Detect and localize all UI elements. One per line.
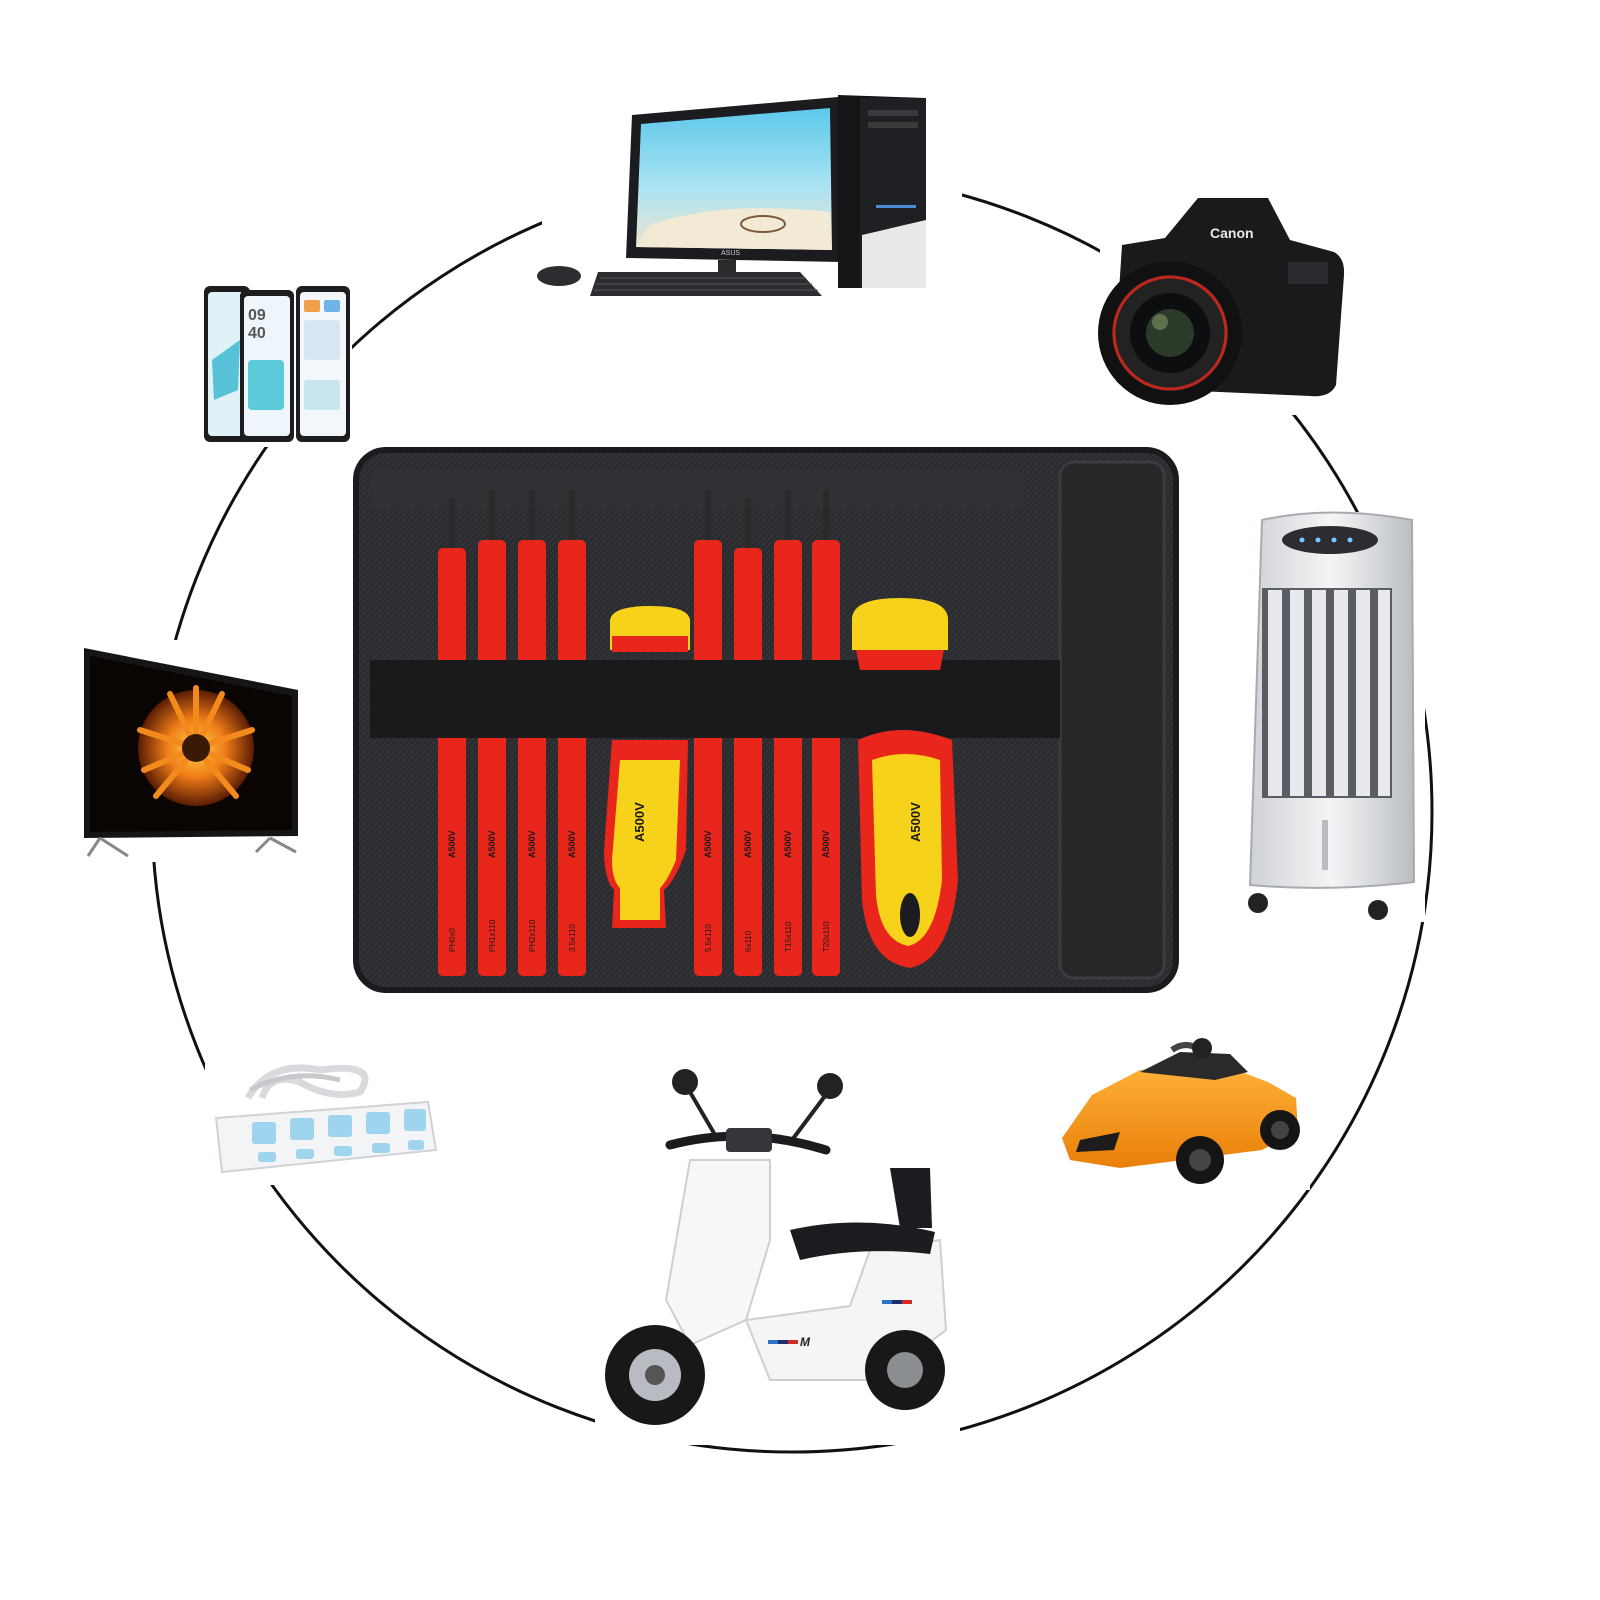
screwdriver-bit: A500V PH0x0 [438, 498, 466, 976]
bit-tip [705, 490, 711, 542]
bit-tip [569, 490, 575, 542]
screwdriver-bit: A500V PH1x110 [478, 490, 506, 976]
bit-voltage-label: A500V [527, 830, 537, 858]
bit-voltage-label: A500V [821, 830, 831, 858]
bit-insulation [694, 540, 722, 976]
air-cooler-icon [1235, 511, 1425, 922]
bit-voltage-label: A500V [487, 830, 497, 858]
bit-size-label: PH1x110 [488, 919, 497, 952]
ride-on-toy-car-icon [1055, 1038, 1310, 1190]
screwdriver-bit: A500V PH2x110 [518, 490, 546, 976]
screwdriver-bit: A500V T20x110 [812, 490, 840, 976]
bit-tip [489, 490, 495, 542]
bit-size-label: 3.5x110 [568, 924, 577, 952]
scooter-badge-label: M [800, 1335, 811, 1349]
bit-insulation [438, 548, 466, 976]
monitor-brand-label: ASUS [721, 250, 740, 257]
bit-size-label: T15x110 [784, 921, 793, 952]
bit-tip [745, 498, 751, 550]
bit-voltage-label: A500V [567, 830, 577, 858]
bit-size-label: 5.5x110 [704, 924, 713, 952]
screwdriver-bit: A500V 3.5x110 [558, 490, 586, 976]
bit-voltage-label: A500V [783, 830, 793, 858]
electric-scooter-icon: M [595, 1060, 960, 1445]
television-icon [78, 640, 300, 862]
bit-tip [785, 490, 791, 542]
bit-voltage-label: A500V [703, 830, 713, 858]
bit-size-label: 6x110 [744, 930, 753, 952]
insulated-screwdriver-kit: A500V PH0x0 A500V PH1x110 A500V PH2x110 A500V 3… [353, 447, 1179, 993]
bit-size-label: T20x110 [822, 921, 831, 952]
screwdriver-handle-slim: A500V [604, 606, 690, 928]
bit-tip [529, 490, 535, 542]
screwdriver-bits-group: A500V PH0x0 A500V PH1x110 A500V PH2x110 A500V 3… [438, 490, 840, 976]
camera-brand-label: Canon [1210, 225, 1254, 241]
camera-icon: Canon [1098, 190, 1350, 415]
bit-insulation [812, 540, 840, 976]
desktop-computer-icon: ASUS [537, 90, 962, 310]
bit-insulation [478, 540, 506, 976]
screwdriver-bit: A500V T15x110 [774, 490, 802, 976]
bit-voltage-label: A500V [743, 830, 753, 858]
screwdriver-bit: A500V 5.5x110 [694, 490, 722, 976]
bit-insulation [558, 540, 586, 976]
smartphones-icon: 09 40 [200, 282, 352, 447]
bit-voltage-label: A500V [447, 830, 457, 858]
elastic-strap [370, 660, 1060, 738]
svg-text:40: 40 [248, 325, 266, 342]
pouch-flap [1058, 460, 1166, 980]
bit-insulation [518, 540, 546, 976]
bit-size-label: PH2x110 [528, 919, 537, 952]
bit-tip [823, 490, 829, 542]
screwdriver-handle-large: A500V [852, 598, 958, 968]
bit-insulation [774, 540, 802, 976]
bit-size-label: PH0x0 [448, 927, 457, 952]
svg-text:09: 09 [248, 307, 266, 324]
screwdriver-bit: A500V 6x110 [734, 498, 762, 976]
bit-tip [449, 498, 455, 550]
handle-voltage-label-2: A500V [908, 802, 923, 842]
handle-voltage-label: A500V [632, 802, 647, 842]
bit-insulation [734, 548, 762, 976]
power-strip-icon [205, 1055, 440, 1185]
